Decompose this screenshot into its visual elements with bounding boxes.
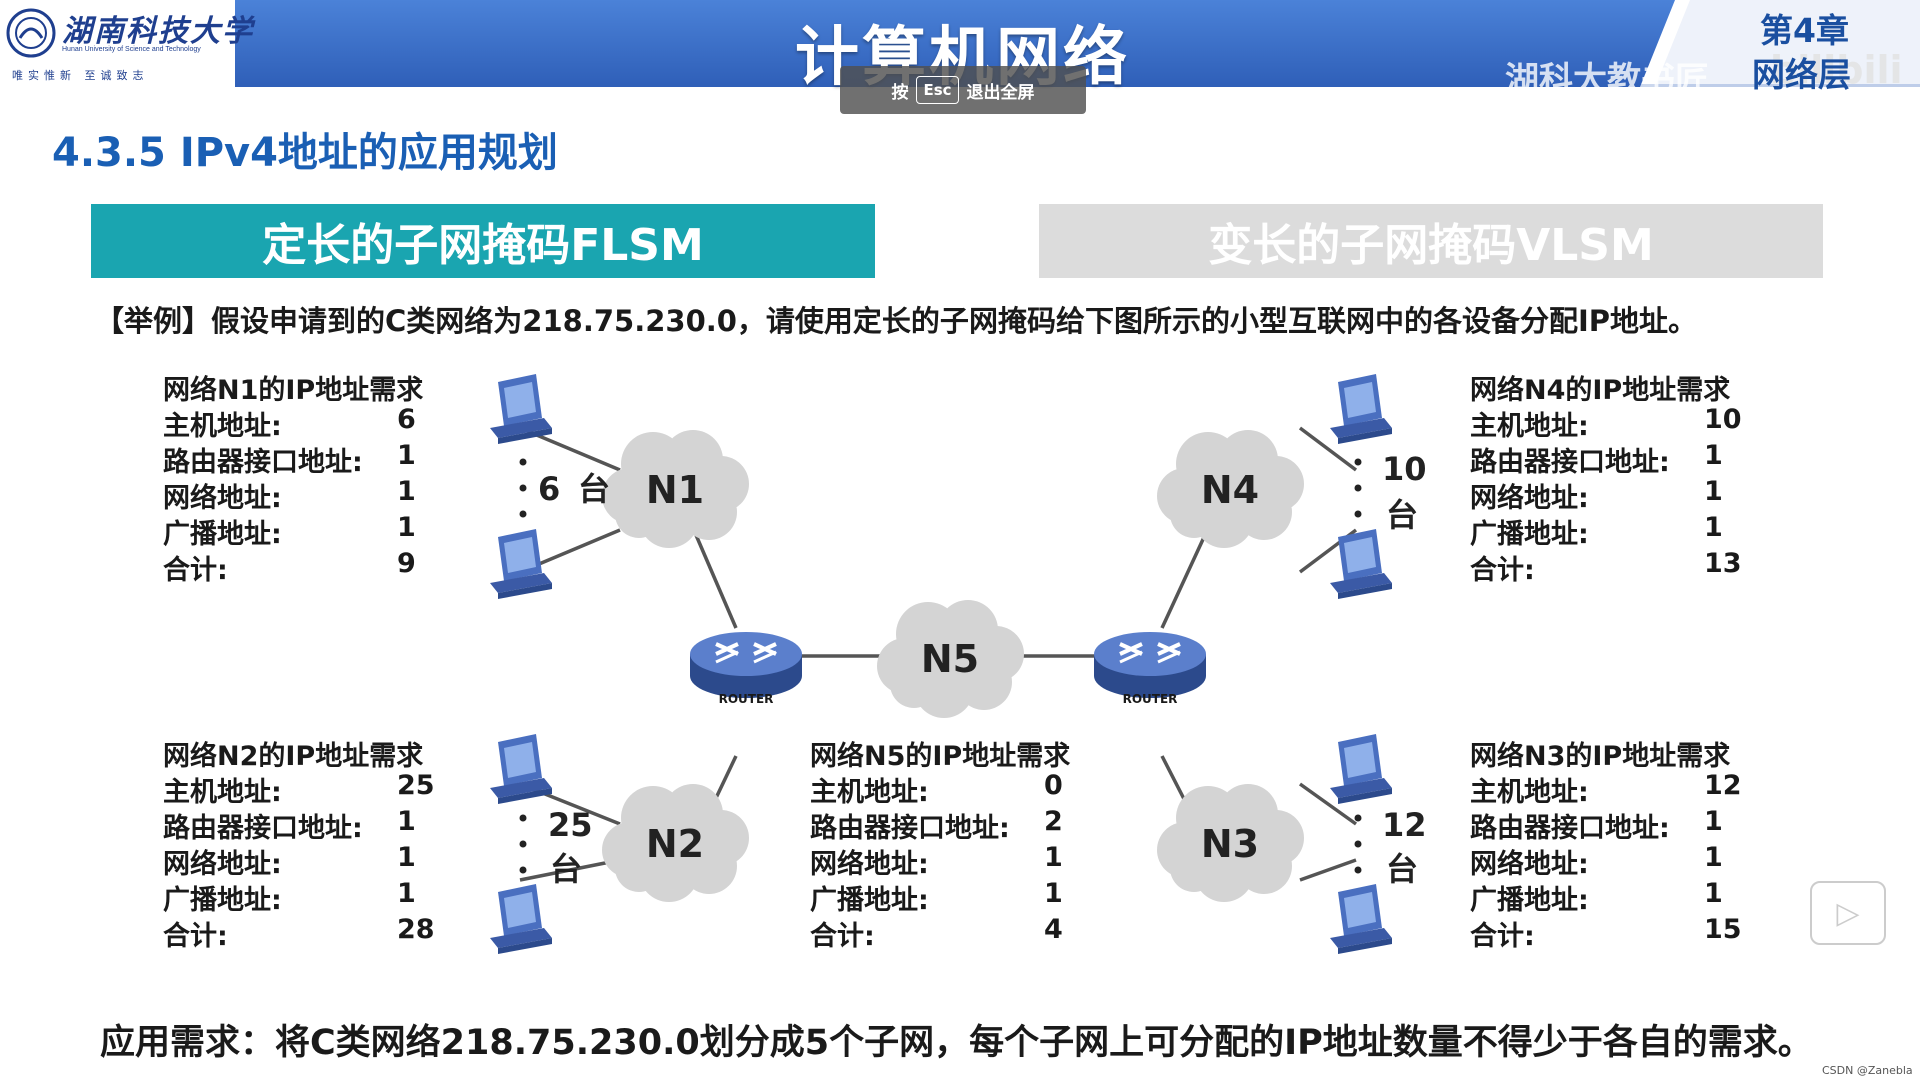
requirements-n4: 网络N4的IP地址需求 主机地址:10 路由器接口地址:1 网络地址:1 广播地…: [1470, 368, 1760, 586]
requirements-n4-title: 网络N4的IP地址需求: [1470, 375, 1731, 406]
tab-flsm[interactable]: 定长的子网掩码FLSM: [91, 204, 875, 278]
host-n3-top-icon: [1330, 734, 1392, 804]
bilibili-watermark-logo: bilibili: [1770, 48, 1903, 92]
requirements-n5: 网络N5的IP地址需求 主机地址:0 路由器接口地址:2 网络地址:1 广播地址…: [810, 734, 1100, 952]
req-row: 主机地址:6: [163, 404, 416, 442]
requirements-n2-title: 网络N2的IP地址需求: [163, 741, 424, 772]
req-row: 网络地址:1: [163, 842, 416, 880]
host-n2-bottom-icon: [490, 884, 552, 954]
exit-fullscreen-hint[interactable]: 按 Esc 退出全屏: [840, 66, 1086, 114]
req-row: 路由器接口地址:1: [1470, 440, 1723, 478]
req-row: 主机地址:25: [163, 770, 435, 808]
network-diagram: N1 N4 N5 N2 N3 ROUTER ROUTER 6 台 25 台 10…: [490, 374, 1427, 954]
play-icon: ▷: [1836, 895, 1860, 931]
router-right-icon: [1092, 630, 1208, 700]
host-count-unit-n1: 台: [578, 470, 610, 508]
req-row: 网络地址:1: [1470, 476, 1723, 514]
requirements-n1: 网络N1的IP地址需求 主机地址:6 路由器接口地址:1 网络地址:1 广播地址…: [163, 368, 453, 586]
esc-key-badge: Esc: [916, 76, 959, 104]
host-count-unit-n2: 台: [550, 850, 582, 888]
req-row: 合计:15: [1470, 914, 1742, 952]
host-count-unit-n3: 台: [1386, 850, 1418, 888]
host-count-n4: 10: [1382, 450, 1427, 488]
req-row: 主机地址:0: [810, 770, 1063, 808]
req-row: 合计:13: [1470, 548, 1742, 586]
label-n2: N2: [646, 822, 704, 866]
requirements-n3-title: 网络N3的IP地址需求: [1470, 741, 1731, 772]
host-count-n2: 25: [548, 806, 593, 844]
university-motto: 唯实惟新 至诚致志: [12, 69, 149, 82]
router-right-label: ROUTER: [1123, 692, 1178, 706]
req-row: 路由器接口地址:2: [810, 806, 1063, 844]
req-row: 网络地址:1: [1470, 842, 1723, 880]
host-n2-top-icon: [490, 734, 552, 804]
university-english-name: Hunan University of Science and Technolo…: [62, 46, 201, 53]
label-n1: N1: [646, 468, 704, 512]
req-row: 合计:9: [163, 548, 416, 586]
label-n3: N3: [1201, 822, 1259, 866]
req-row: 路由器接口地址:1: [163, 806, 416, 844]
host-count-n3: 12: [1382, 806, 1427, 844]
host-n4-top-icon: [1330, 374, 1392, 444]
requirements-n3: 网络N3的IP地址需求 主机地址:12 路由器接口地址:1 网络地址:1 广播地…: [1470, 734, 1760, 952]
host-count-n1: 6: [538, 470, 560, 508]
header-band: [0, 0, 1920, 87]
req-row: 合计:28: [163, 914, 435, 952]
university-logo-area: [0, 0, 235, 87]
tab-vlsm[interactable]: 变长的子网掩码VLSM: [1039, 204, 1823, 278]
example-statement: 【举例】假设申请到的C类网络为218.75.230.0，请使用定长的子网掩码给下…: [95, 304, 1697, 338]
req-row: 网络地址:1: [163, 476, 416, 514]
host-n1-top-icon: [490, 374, 552, 444]
req-row: 路由器接口地址:1: [1470, 806, 1723, 844]
req-row: 路由器接口地址:1: [163, 440, 416, 478]
esc-hint-suffix: 退出全屏: [966, 82, 1035, 103]
esc-hint-prefix: 按: [891, 82, 909, 103]
req-row: 合计:4: [810, 914, 1063, 952]
host-ellipsis-dots: [519, 458, 1362, 874]
req-row: 广播地址:1: [1470, 878, 1723, 916]
req-row: 广播地址:1: [1470, 512, 1723, 550]
req-row: 网络地址:1: [810, 842, 1063, 880]
label-n4: N4: [1201, 468, 1259, 512]
host-count-unit-n4: 台: [1386, 496, 1418, 534]
req-row: 主机地址:12: [1470, 770, 1742, 808]
host-n3-bottom-icon: [1330, 884, 1392, 954]
watermark-text: 湖科大教书匠: [1505, 60, 1709, 100]
credit-watermark: CSDN @Zanebla: [1822, 1064, 1913, 1077]
req-row: 主机地址:10: [1470, 404, 1742, 442]
application-requirement: 应用需求：将C类网络218.75.230.0划分成5个子网，每个子网上可分配的I…: [100, 1023, 1813, 1063]
requirements-n5-title: 网络N5的IP地址需求: [810, 741, 1071, 772]
requirements-n1-title: 网络N1的IP地址需求: [163, 375, 424, 406]
section-title: 4.3.5 IPv4地址的应用规划: [52, 130, 558, 176]
router-left-icon: [688, 630, 804, 700]
req-row: 广播地址:1: [163, 878, 416, 916]
university-emblem-icon: [6, 8, 56, 58]
router-left-label: ROUTER: [719, 692, 774, 706]
requirements-n2: 网络N2的IP地址需求 主机地址:25 路由器接口地址:1 网络地址:1 广播地…: [163, 734, 453, 952]
chapter-name: 网络层: [1752, 55, 1851, 94]
req-row: 广播地址:1: [163, 512, 416, 550]
req-row: 广播地址:1: [810, 878, 1063, 916]
host-n4-bottom-icon: [1330, 529, 1392, 599]
label-n5: N5: [921, 637, 979, 681]
chapter-number: 第4章: [1760, 11, 1849, 50]
university-name: 湖南科技大学: [62, 14, 254, 49]
play-button[interactable]: ▷: [1810, 881, 1886, 945]
